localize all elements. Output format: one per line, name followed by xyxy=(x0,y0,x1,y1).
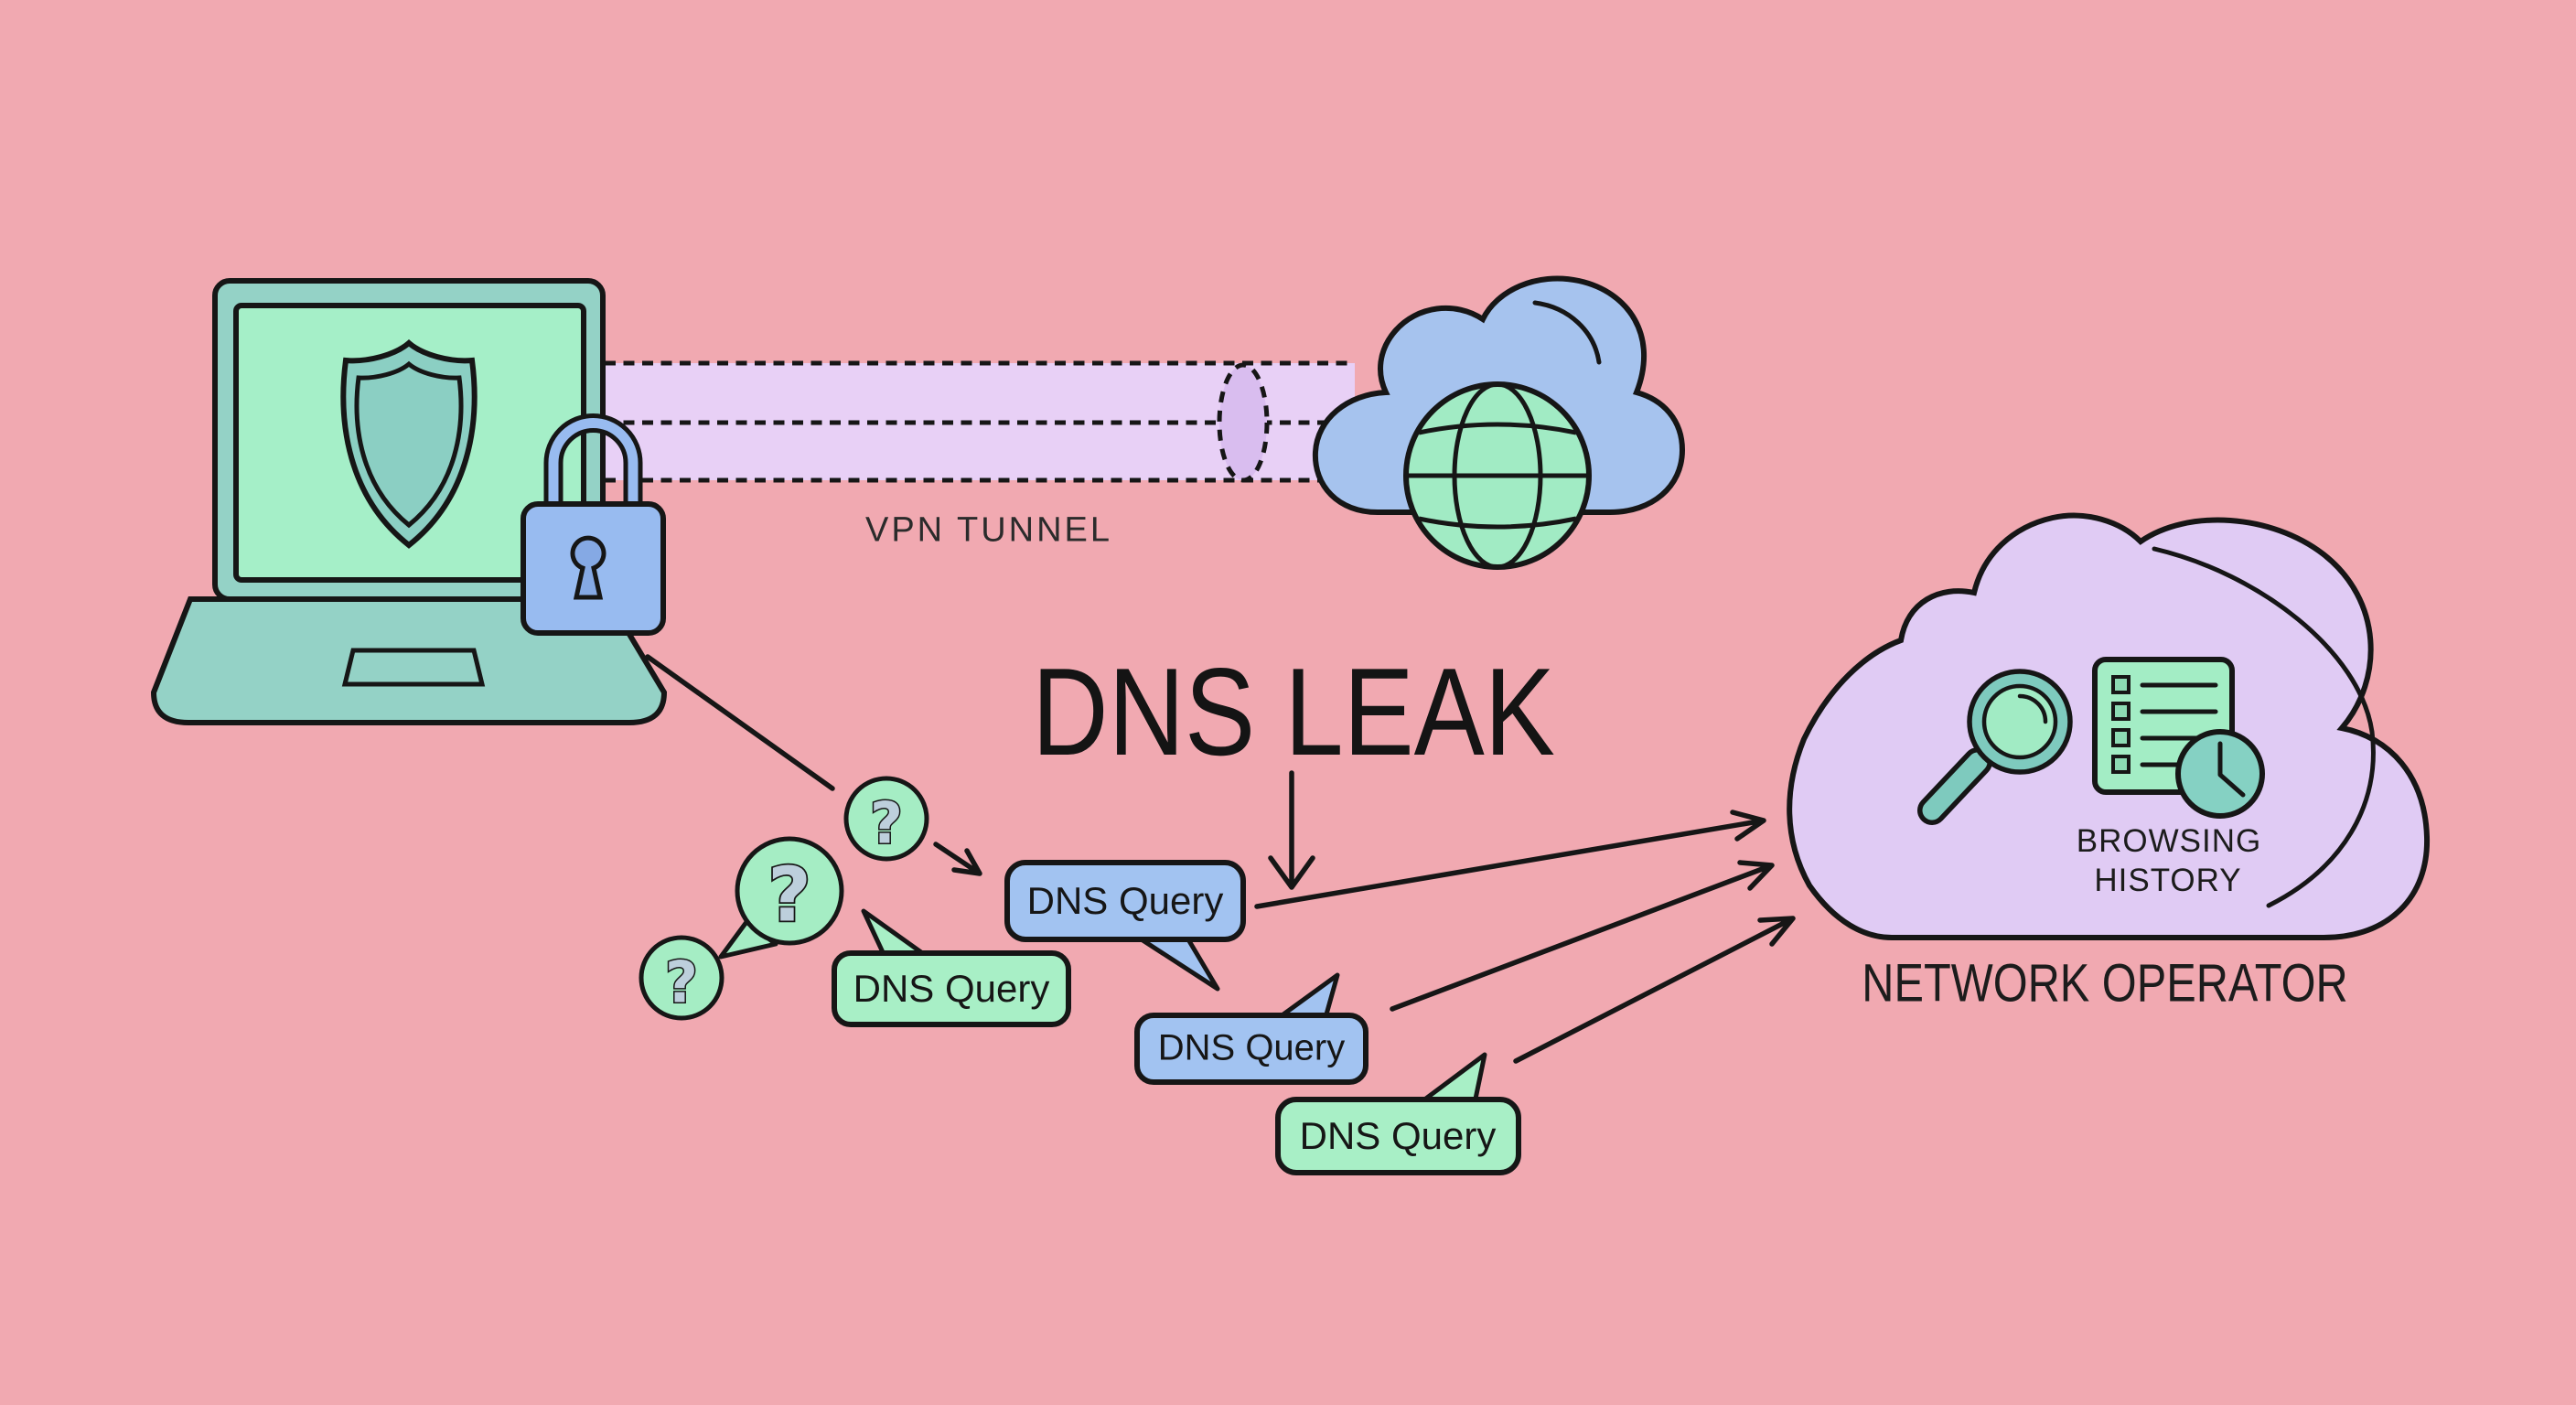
question-bubble-large xyxy=(735,836,844,946)
internet-cloud xyxy=(1312,275,1686,570)
dns-query-label-3: DNS Query xyxy=(1157,1027,1346,1068)
shield-inner-outline xyxy=(354,360,464,529)
laptop-leak-line xyxy=(645,654,835,791)
question-mark-icon: ? xyxy=(665,949,698,1016)
query-arrow-2 xyxy=(1390,860,1775,1012)
question-bubble-small-left xyxy=(639,935,724,1021)
question-bubbles: ? ? ? xyxy=(639,776,929,1021)
clock-icon xyxy=(2175,729,2265,819)
query-arrow-3 xyxy=(1513,916,1796,1064)
laptop-trackpad xyxy=(341,648,486,687)
search-icon xyxy=(1917,669,2073,825)
vpn-tunnel xyxy=(603,360,1372,483)
network-operator-label: NETWORK OPERATOR xyxy=(1862,953,2348,1014)
cloud-highlight-arc xyxy=(2152,546,2376,908)
dns-query-bubble-3 xyxy=(1134,1013,1368,1085)
arrows xyxy=(645,654,1796,1064)
vpn-tunnel-label: VPN TUNNEL xyxy=(864,510,1113,550)
query-arrow-1 xyxy=(1254,810,1766,909)
title-down-arrow xyxy=(1268,770,1315,890)
leak-arrow-small xyxy=(933,842,982,876)
bubble-1-tail xyxy=(1132,932,1220,992)
network-operator-cloud xyxy=(1787,512,2431,940)
page-title: DNS LEAK xyxy=(1032,642,1555,781)
bubble-4-tail xyxy=(1417,1052,1487,1106)
globe-icon xyxy=(1403,381,1592,570)
browsing-history-label-line2: HISTORY xyxy=(2094,863,2242,898)
question-mark-icon: ? xyxy=(870,790,903,857)
dns-query-bubble-2 xyxy=(832,950,1071,1027)
dns-query-bubbles xyxy=(832,860,1521,1175)
dns-query-label-2: DNS Query xyxy=(853,967,1050,1010)
question-bubble-small-right xyxy=(843,776,929,862)
cloud-highlight-arc xyxy=(1532,300,1602,365)
dns-query-bubble-4 xyxy=(1275,1097,1521,1175)
dns-query-bubble-1 xyxy=(1004,860,1246,942)
padlock-icon xyxy=(521,413,666,636)
dns-query-label-1: DNS Query xyxy=(1026,879,1224,922)
shield-icon xyxy=(340,339,478,549)
keyhole-icon xyxy=(570,535,606,600)
question-mark-icon: ? xyxy=(767,853,811,939)
browsing-history-label-line1: BROWSING xyxy=(2076,823,2262,859)
tunnel-end-ellipse xyxy=(1217,362,1270,483)
dns-query-label-4: DNS Query xyxy=(1299,1114,1497,1157)
